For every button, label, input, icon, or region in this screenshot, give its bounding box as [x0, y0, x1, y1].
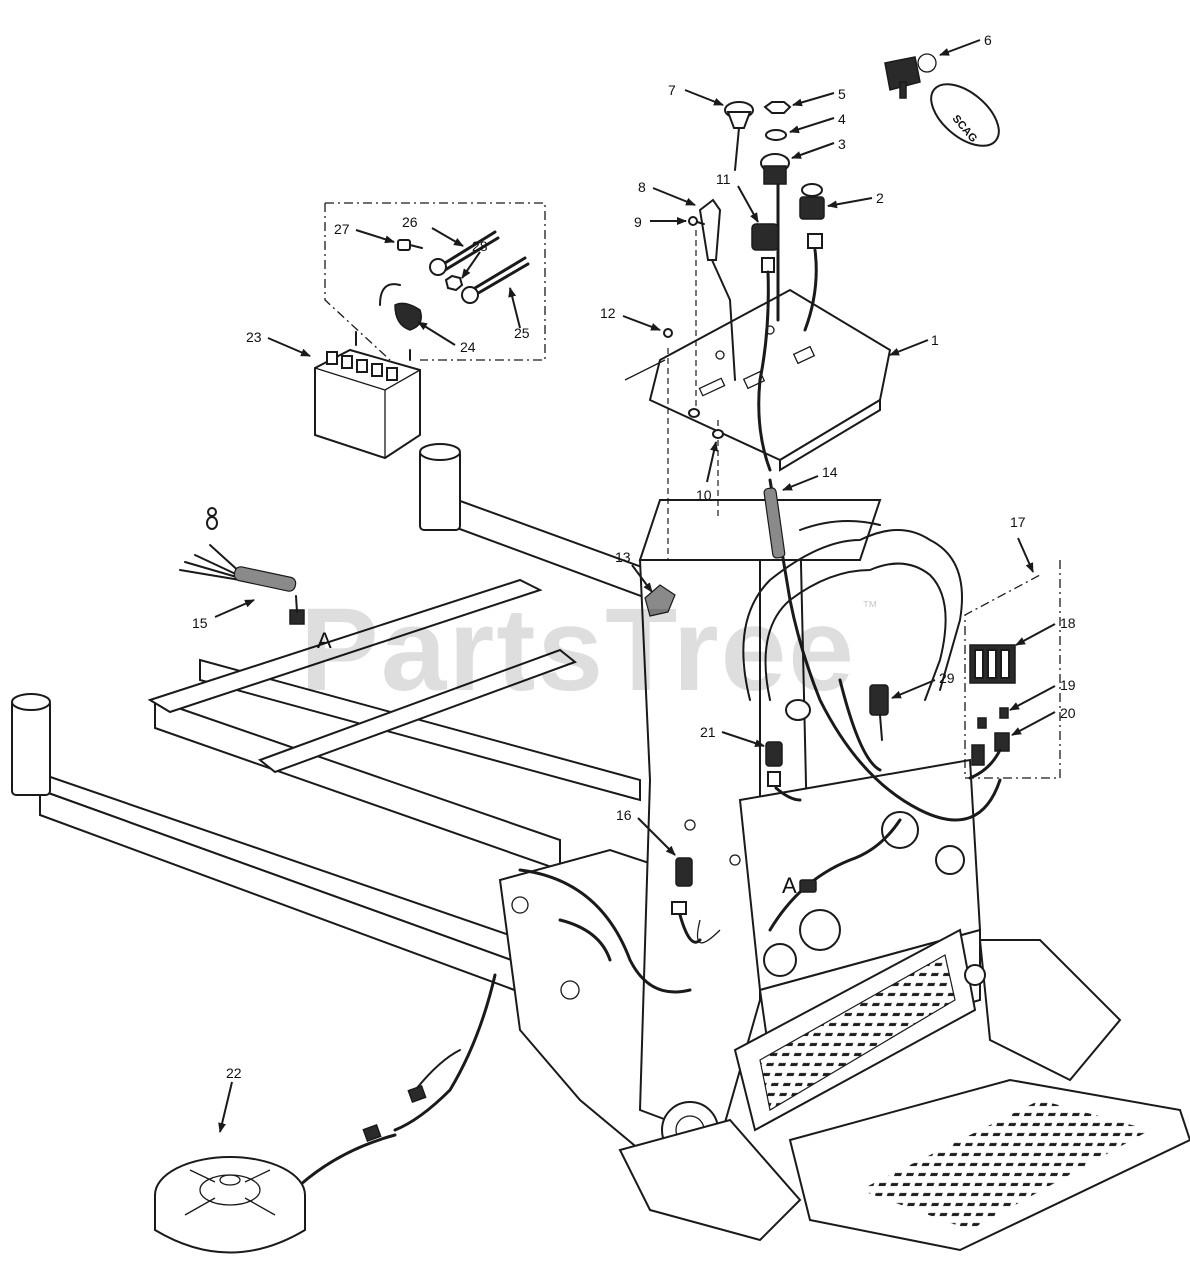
part-29-switch	[869, 684, 889, 741]
callout-7: 7	[668, 82, 676, 98]
callout-27: 27	[334, 221, 350, 237]
part-10-nut	[688, 408, 724, 439]
part-4-washer	[765, 129, 787, 141]
leader-26	[431, 227, 464, 247]
callout-24: 24	[460, 339, 476, 355]
part-8-lever	[698, 198, 736, 381]
callout-20: 20	[1060, 705, 1076, 721]
part-1-control-panel	[648, 288, 892, 472]
leader-12	[622, 315, 661, 331]
leader-22	[218, 1081, 233, 1133]
leader-15	[214, 599, 255, 618]
leader-23	[267, 337, 311, 357]
leader-14	[782, 475, 819, 491]
callout-5: 5	[838, 86, 846, 102]
cross-ref-letter-a: A	[317, 628, 332, 653]
leader-6	[939, 39, 981, 56]
leader-4	[789, 117, 835, 134]
part-25-battery-cable	[461, 256, 530, 304]
leader-18	[1015, 623, 1056, 646]
mower-frame	[11, 443, 1190, 1252]
callout-28: 28	[472, 238, 488, 254]
leader-28	[461, 251, 481, 279]
callout-3: 3	[838, 136, 846, 152]
callout-21: 21	[700, 724, 716, 740]
leader-16	[637, 817, 676, 856]
callout-6: 6	[984, 32, 992, 48]
watermark-trademark: ™	[862, 599, 878, 616]
part-16-switch	[671, 857, 702, 944]
part-20-connector	[968, 732, 1010, 780]
part-19-terminal	[977, 707, 1009, 729]
callout-19: 19	[1060, 677, 1076, 693]
part-15-wire-harness	[179, 507, 305, 625]
part-24-terminal-boot	[379, 283, 422, 331]
callouts: 1 2 3 4 5 6 7 8 9 10 11 12 13	[192, 32, 1076, 1133]
callout-14: 14	[822, 464, 838, 480]
part-12-screw	[663, 328, 673, 338]
leader-21	[721, 731, 765, 747]
part-7-knob	[724, 101, 754, 171]
callout-2: 2	[876, 190, 884, 206]
callout-18: 18	[1060, 615, 1076, 631]
callout-26: 26	[402, 214, 418, 230]
part-21-switch	[765, 741, 802, 802]
callout-12: 12	[600, 305, 616, 321]
leader-10	[706, 441, 718, 483]
leader-25	[508, 287, 521, 329]
callout-17: 17	[1010, 514, 1026, 530]
leader-24	[417, 321, 456, 346]
callout-11: 11	[716, 171, 731, 187]
part-22-electric-clutch	[154, 1049, 461, 1254]
part-17-kit-outline	[964, 560, 1061, 779]
part-23-battery	[314, 331, 421, 460]
leader-17	[1017, 537, 1034, 573]
part-28-nut	[444, 274, 464, 292]
callout-22: 22	[226, 1065, 242, 1081]
callout-10: 10	[696, 487, 712, 503]
leader-11	[737, 185, 759, 223]
leader-19	[1009, 685, 1056, 711]
part-5-nut	[763, 101, 792, 114]
leader-7	[684, 89, 724, 106]
callout-15: 15	[192, 615, 208, 631]
part-9-screw	[688, 216, 705, 226]
part-14-harness	[763, 487, 786, 559]
part-26-battery-cable	[429, 230, 500, 276]
leader-20	[1011, 711, 1056, 736]
part-3-ignition-switch	[760, 153, 790, 322]
part-6-ignition-key: SCAG	[884, 53, 1000, 147]
cross-ref-letter-a: A	[782, 873, 797, 898]
leader-2	[827, 197, 873, 209]
watermark: PartsTree	[300, 584, 856, 716]
callout-1: 1	[931, 332, 939, 348]
callout-29: 29	[939, 670, 955, 686]
callout-16: 16	[616, 807, 632, 823]
callout-8: 8	[638, 179, 646, 195]
callout-13: 13	[615, 549, 631, 565]
part-2-switch	[799, 183, 825, 332]
callout-23: 23	[246, 329, 262, 345]
leader-1	[889, 339, 929, 356]
leader-27	[355, 229, 395, 244]
leader-3	[791, 142, 835, 159]
part-27-bolt	[397, 239, 423, 251]
callout-9: 9	[634, 214, 642, 230]
leader-29	[891, 679, 936, 699]
callout-25: 25	[514, 325, 530, 341]
leader-8	[652, 187, 696, 206]
callout-4: 4	[838, 111, 846, 127]
leader-13	[631, 564, 653, 593]
part-11-switch	[751, 223, 779, 472]
part-18-relay	[969, 644, 1016, 684]
leader-5	[792, 92, 835, 107]
cross-ref-connector-a	[799, 879, 817, 893]
